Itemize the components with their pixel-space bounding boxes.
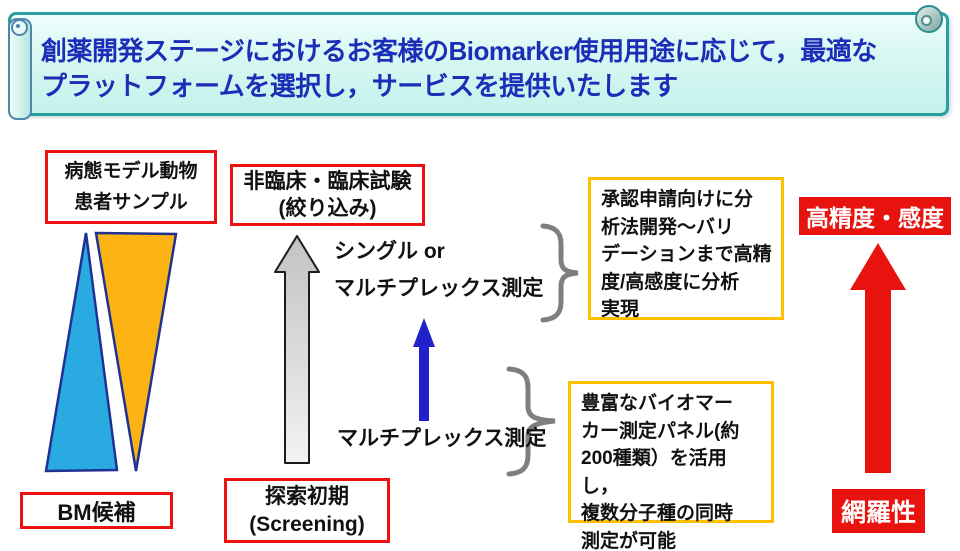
single-or-multiplex-label: シングル or マルチプレックス測定 <box>334 240 544 300</box>
screening-box: 探索初期 (Screening) <box>224 478 390 543</box>
gray-up-arrow <box>274 235 320 464</box>
banner-line-2: プラットフォームを選択し，サービスを提供いたします <box>41 71 678 101</box>
banner-title: 創薬開発ステージにおけるお客様のBiomarker使用用途に応じて，最適な プラ… <box>41 34 935 104</box>
validation-note-box: 承認申請向けに分 析法開発～バリ デーションまで高精 度/高感度に分析 実現 <box>588 177 784 320</box>
red-up-arrow <box>850 243 906 473</box>
blue-up-arrow <box>413 318 435 421</box>
funnel-orange-triangle <box>94 231 178 472</box>
funnel-blue-triangle <box>44 232 119 473</box>
banner-line-1: 創薬開発ステージにおけるお客様のBiomarker使用用途に応じて，最適な <box>41 36 877 66</box>
precision-badge: 高精度・感度 <box>799 197 951 235</box>
panel-note-box: 豊富なバイオマー カー測定パネル(約 200種類）を活用し， 複数分子種の同時 … <box>568 381 774 551</box>
title-banner: 創薬開発ステージにおけるお客様のBiomarker使用用途に応じて，最適な プラ… <box>8 5 949 120</box>
coverage-badge: 網羅性 <box>832 489 925 533</box>
scroll-curl-left-icon <box>11 19 28 36</box>
scroll-curl-right-icon <box>915 5 943 33</box>
bm-candidate-box: BM候補 <box>20 492 173 529</box>
brace-top <box>540 223 579 323</box>
scroll-body <box>8 12 949 116</box>
disease-model-sample-box: 病態モデル動物 患者サンプル <box>45 150 217 224</box>
multiplex-label: マルチプレックス測定 <box>337 427 547 450</box>
clinical-trial-box: 非臨床・臨床試験 (絞り込み) <box>230 164 425 226</box>
